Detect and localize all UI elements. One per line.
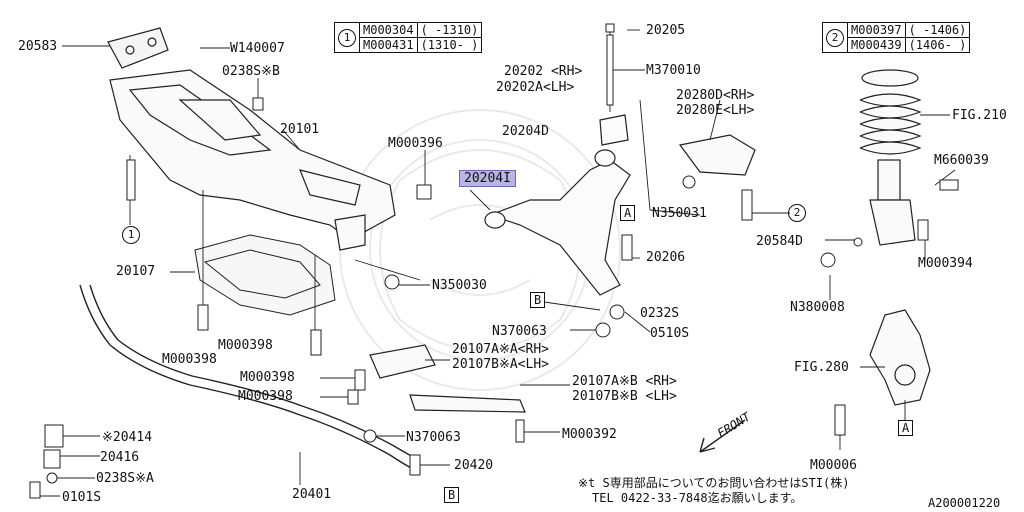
part-label-m370010[interactable]: M370010 — [646, 63, 701, 78]
part-label-m660039[interactable]: M660039 — [934, 153, 989, 168]
part-label-20107a-b-rh[interactable]: 20107A※B <RH> — [572, 374, 677, 389]
part-label-0101s[interactable]: 0101S — [62, 490, 102, 505]
note-line-1: ※t S専用部品についてのお問い合わせはSTI(株) — [578, 476, 850, 490]
part-label-0238sb[interactable]: 0238S※B — [222, 64, 280, 79]
table-cell: M000439 — [847, 37, 906, 53]
part-label-20107b-a-lh[interactable]: 20107B※A<LH> — [452, 357, 549, 372]
strut-assembly — [859, 69, 922, 246]
part-label-fig210[interactable]: FIG.210 — [952, 108, 1007, 123]
table-cell: M000397 — [847, 22, 906, 38]
part-label-20107[interactable]: 20107 — [116, 264, 156, 279]
part-label-20202-rh[interactable]: 20202 <RH> — [504, 64, 583, 79]
part-label-m000396[interactable]: M000396 — [388, 136, 443, 151]
part-label-20420[interactable]: 20420 — [454, 458, 494, 473]
part-label-20583[interactable]: 20583 — [18, 39, 58, 54]
part-label-fig280[interactable]: FIG.280 — [794, 360, 849, 375]
part-label-m000398[interactable]: M000398 — [218, 338, 273, 353]
part-label-20206[interactable]: 20206 — [646, 250, 686, 265]
marker-1-ref[interactable]: 1 — [122, 226, 140, 244]
part-label-20401[interactable]: 20401 — [292, 487, 332, 502]
marker-2-ref[interactable]: 2 — [788, 204, 806, 222]
part-label-20107a-a-rh[interactable]: 20107A※A<RH> — [452, 342, 549, 357]
part-label-20101[interactable]: 20101 — [280, 122, 320, 137]
table-cell: ( -1310) — [416, 22, 483, 38]
part-label-20205[interactable]: 20205 — [646, 23, 686, 38]
support-rod — [369, 344, 526, 413]
bracket-20280 — [678, 134, 756, 176]
table-1: 1 M000304 ( -1310) M000431 (1310- ) — [334, 22, 483, 53]
fasteners — [29, 23, 959, 499]
part-label-0238sa[interactable]: 0238S※A — [96, 471, 154, 486]
part-label-20584d[interactable]: 20584D — [756, 234, 803, 249]
part-label-20204i-highlighted[interactable]: 20204I — [459, 170, 516, 187]
part-label-m000398[interactable]: M000398 — [162, 352, 217, 367]
ref-box-a-2[interactable]: A — [898, 420, 914, 436]
table-cell: (1310- ) — [416, 37, 483, 53]
part-label-20416[interactable]: 20416 — [100, 450, 140, 465]
part-label-20280e-lh[interactable]: 20280E<LH> — [676, 103, 755, 118]
ref-box-b[interactable]: B — [530, 292, 546, 308]
part-label-20414[interactable]: ※20414 — [102, 430, 153, 445]
part-label-0510s[interactable]: 0510S — [650, 326, 690, 341]
part-label-m00006[interactable]: M00006 — [810, 458, 857, 473]
front-arrow-icon — [699, 419, 746, 453]
ref-box-b-2[interactable]: B — [444, 487, 460, 503]
diagram-id: A200001220 — [928, 496, 1001, 510]
table-cell: M000304 — [359, 22, 418, 38]
marker-2: 2 — [826, 28, 844, 47]
table-cell: M000431 — [359, 37, 418, 53]
table-2: 2 M000397 ( -1406) M000439 (1406- ) — [822, 22, 971, 53]
note-line-2: TEL 0422-33-7848迄お願いします。 — [592, 491, 803, 505]
part-label-20107b-b-lh[interactable]: 20107B※B <LH> — [572, 389, 677, 404]
ref-box-a[interactable]: A — [620, 205, 636, 221]
part-label-n370063[interactable]: N370063 — [406, 430, 461, 445]
part-label-n370063[interactable]: N370063 — [492, 324, 547, 339]
lower-arm — [484, 114, 631, 296]
part-label-m000398[interactable]: M000398 — [238, 389, 293, 404]
bracket-20583 — [107, 27, 169, 69]
part-label-n350031[interactable]: N350031 — [652, 206, 707, 221]
part-label-m000394[interactable]: M000394 — [918, 256, 973, 271]
stabilizer-bar — [79, 284, 420, 471]
part-label-w140007[interactable]: W140007 — [230, 41, 285, 56]
under-cover — [194, 234, 336, 316]
knuckle — [869, 309, 931, 406]
part-label-20202a-lh[interactable]: 20202A<LH> — [496, 80, 575, 95]
part-label-m000398[interactable]: M000398 — [240, 370, 295, 385]
table-cell: ( -1406) — [904, 22, 971, 38]
part-label-n380008[interactable]: N380008 — [790, 300, 845, 315]
part-label-m000392[interactable]: M000392 — [562, 427, 617, 442]
part-label-20204d[interactable]: 20204D — [502, 124, 549, 139]
part-label-0232s[interactable]: 0232S — [640, 306, 680, 321]
table-cell: (1406- ) — [904, 37, 971, 53]
part-label-n350030[interactable]: N350030 — [432, 278, 487, 293]
crossmember-part — [109, 69, 396, 251]
part-label-20280d-rh[interactable]: 20280D<RH> — [676, 88, 755, 103]
marker-1: 1 — [338, 28, 356, 47]
